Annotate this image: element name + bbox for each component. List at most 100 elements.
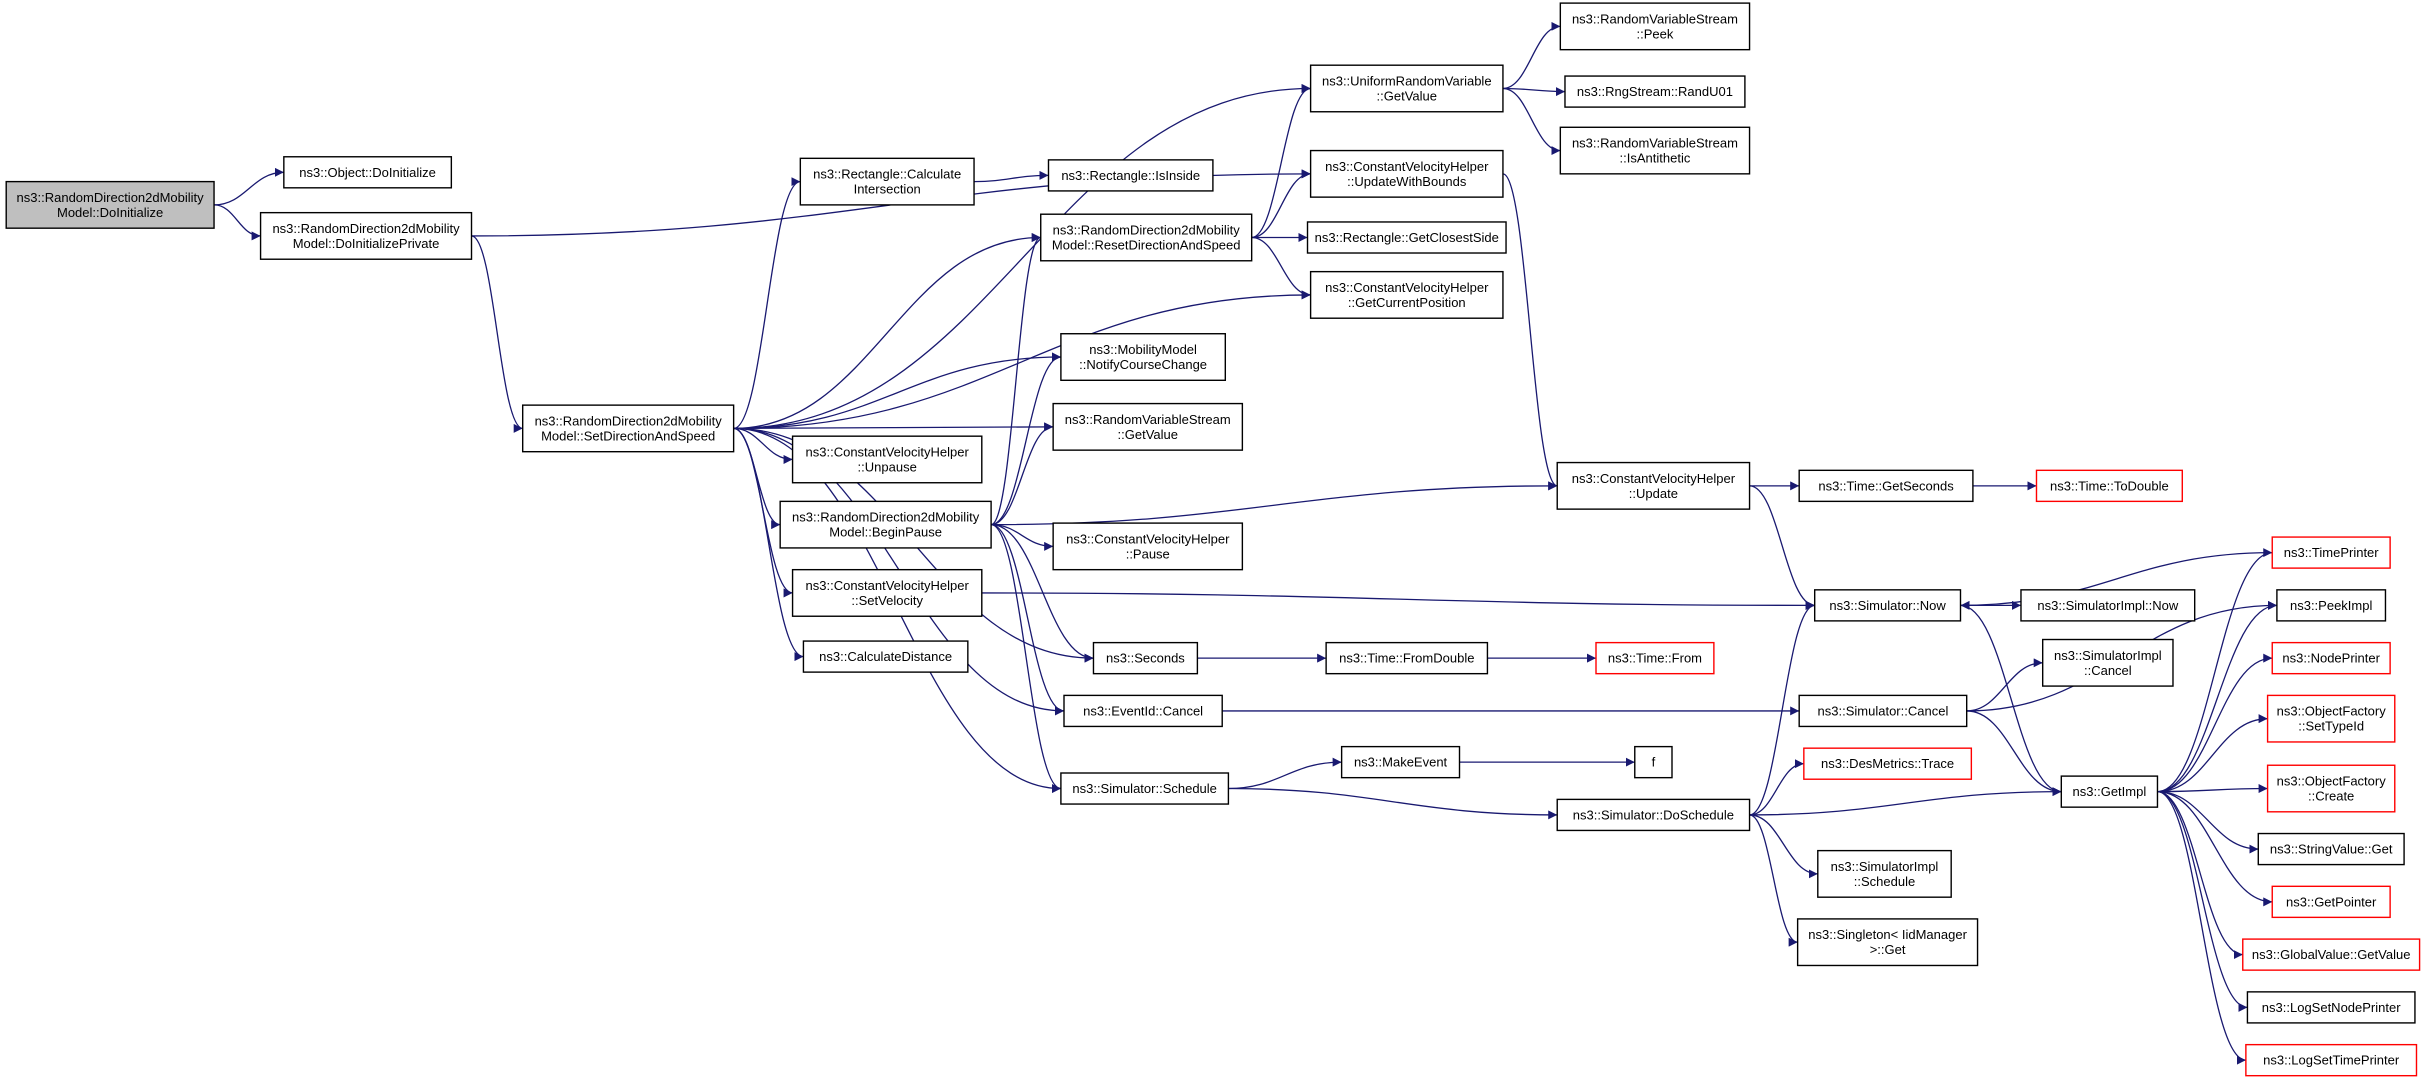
node-box — [1813, 589, 1962, 622]
node-box — [5, 180, 215, 229]
node-simimpl-cancel[interactable]: ns3::SimulatorImpl::Cancel — [2041, 638, 2174, 687]
node-label: ::Unpause — [858, 459, 917, 474]
node-sim-cancel[interactable]: ns3::Simulator::Cancel — [1798, 694, 1968, 728]
node-notify[interactable]: ns3::MobilityModel::NotifyCourseChange — [1060, 333, 1227, 381]
edge-sim_cancel-to-simimpl_cancel — [1966, 658, 2043, 712]
node-f[interactable]: f — [1634, 745, 1673, 779]
node-cvh-unpause[interactable]: ns3::ConstantVelocityHelper::Unpause — [791, 435, 983, 484]
node-label: Model::SetDirectionAndSpeed — [541, 428, 715, 443]
node-log-set-time[interactable]: ns3::LogSetTimePrinter — [2245, 1043, 2418, 1077]
node-label: ns3::ConstantVelocityHelper — [1572, 471, 1736, 486]
edge-set_dir_speed-to-calc_dist — [733, 427, 804, 662]
node-simimpl-now[interactable]: ns3::SimulatorImpl::Now — [2020, 589, 2196, 622]
node-time-todouble[interactable]: ns3::Time::ToDouble — [2035, 469, 2183, 503]
node-box — [779, 500, 992, 549]
node-time-from[interactable]: ns3::Time::From — [1595, 641, 1715, 675]
node-cvh-update-bounds[interactable]: ns3::ConstantVelocityHelper::UpdateWithB… — [1309, 149, 1504, 198]
edge-begin_pause-to-reset_dir — [990, 233, 1042, 526]
edge-cvh_setvel-to-sim_now — [981, 592, 1815, 610]
node-label: ::IsAntithetic — [1620, 151, 1691, 166]
node-box — [1052, 402, 1244, 451]
edge-set_dir_speed-to-reset_dir — [733, 233, 1041, 430]
node-doinit-private[interactable]: ns3::RandomDirection2dMobilityModel::DoI… — [259, 211, 473, 260]
node-singleton[interactable]: ns3::Singleton< IidManager>::Get — [1796, 918, 1979, 967]
edge-set_dir_speed-to-notify — [733, 352, 1061, 430]
node-rvs-antithetic[interactable]: ns3::RandomVariableStream::IsAntithetic — [1559, 126, 1751, 175]
node-label: ns3::Rectangle::IsInside — [1061, 168, 1200, 183]
node-cvh-update[interactable]: ns3::ConstantVelocityHelper::Update — [1556, 461, 1751, 510]
node-obj-doinit[interactable]: ns3::Object::DoInitialize — [283, 156, 453, 189]
edge-reset_dir-to-cvh_update_bounds — [1251, 169, 1311, 239]
node-label: ns3::RngStream::RandU01 — [1577, 84, 1733, 99]
edge-getimpl-to-gv_getvalue — [2157, 790, 2243, 960]
node-box — [1634, 745, 1673, 779]
node-simimpl-schedule[interactable]: ns3::SimulatorImpl::Schedule — [1817, 849, 1952, 898]
node-box — [1564, 75, 1746, 108]
node-of-create[interactable]: ns3::ObjectFactory::Create — [2266, 764, 2396, 813]
node-label: Model::BeginPause — [829, 525, 942, 540]
node-rvs-getvalue[interactable]: ns3::RandomVariableStream::GetValue — [1052, 402, 1244, 451]
node-time-getseconds[interactable]: ns3::Time::GetSeconds — [1798, 469, 1974, 503]
node-make-event[interactable]: ns3::MakeEvent — [1340, 745, 1461, 779]
node-label: ::GetValue — [1377, 88, 1437, 103]
node-label: ns3::Seconds — [1106, 651, 1185, 666]
node-reset-dir[interactable]: ns3::RandomDirection2dMobilityModel::Res… — [1040, 213, 1253, 262]
node-label: Model::DoInitialize — [57, 205, 163, 220]
node-label: ns3::RandomDirection2dMobility — [792, 510, 980, 525]
edge-urv_getvalue-to-rng_randu01 — [1502, 87, 1565, 97]
node-cvh-pause[interactable]: ns3::ConstantVelocityHelper::Pause — [1052, 522, 1244, 571]
node-urv-getvalue[interactable]: ns3::UniformRandomVariable::GetValue — [1309, 64, 1504, 113]
node-label: ns3::Rectangle::GetClosestSide — [1315, 230, 1499, 245]
node-root[interactable]: ns3::RandomDirection2dMobilityModel::DoI… — [5, 180, 215, 229]
node-eventid-cancel[interactable]: ns3::EventId::Cancel — [1063, 694, 1223, 728]
edge-time_printer-to-sim_now — [1960, 551, 2273, 610]
node-label: ns3::ConstantVelocityHelper — [806, 578, 970, 593]
node-log-set-node[interactable]: ns3::LogSetNodePrinter — [2246, 991, 2416, 1024]
node-label: ns3::TimePrinter — [2284, 545, 2380, 560]
edge-sim_schedule-to-sim_doschedule — [1228, 787, 1558, 820]
node-label: ::Cancel — [2084, 663, 2132, 678]
edge-getimpl-to-of_create — [2157, 784, 2268, 794]
node-stringvalue-get[interactable]: ns3::StringValue::Get — [2257, 832, 2405, 866]
node-box — [1798, 694, 1968, 728]
node-seconds[interactable]: ns3::Seconds — [1092, 641, 1199, 675]
node-sim-schedule[interactable]: ns3::Simulator::Schedule — [1060, 772, 1230, 805]
node-begin-pause[interactable]: ns3::RandomDirection2dMobilityModel::Beg… — [779, 500, 992, 549]
edge-begin_pause-to-sim_schedule — [990, 523, 1062, 793]
node-box — [1309, 64, 1504, 113]
edge-sim_schedule-to-make_event — [1228, 757, 1342, 790]
node-des-trace[interactable]: ns3::DesMetrics::Trace — [1803, 747, 1973, 780]
node-box — [1325, 641, 1489, 675]
node-rvs-peek[interactable]: ns3::RandomVariableStream::Peek — [1559, 2, 1751, 51]
node-sim-doschedule[interactable]: ns3::Simulator::DoSchedule — [1556, 798, 1751, 832]
node-calc-dist[interactable]: ns3::CalculateDistance — [802, 640, 969, 673]
node-box — [2257, 832, 2405, 866]
node-cvh-getpos[interactable]: ns3::ConstantVelocityHelper::GetCurrentP… — [1309, 270, 1504, 319]
node-label: ns3::SimulatorImpl — [2054, 648, 2162, 663]
node-time-printer[interactable]: ns3::TimePrinter — [2271, 536, 2391, 569]
node-get-pointer[interactable]: ns3::GetPointer — [2271, 885, 2391, 919]
node-label: ::Pause — [1126, 546, 1170, 561]
node-box — [1092, 641, 1199, 675]
node-rect-closest[interactable]: ns3::Rectangle::GetClosestSide — [1306, 221, 1507, 254]
node-rect-inside[interactable]: ns3::Rectangle::IsInside — [1047, 159, 1214, 192]
edge-getimpl-to-node_printer — [2157, 653, 2273, 793]
edge-urv_getvalue-to-rvs_peek — [1502, 21, 1561, 90]
node-rng-randu01[interactable]: ns3::RngStream::RandU01 — [1564, 75, 1746, 108]
node-node-printer[interactable]: ns3::NodePrinter — [2271, 641, 2391, 675]
node-getimpl[interactable]: ns3::GetImpl — [2060, 775, 2159, 808]
node-sim-now[interactable]: ns3::Simulator::Now — [1813, 589, 1962, 622]
node-label: ns3::Simulator::Cancel — [1818, 703, 1949, 718]
node-label: ns3::ObjectFactory — [2277, 704, 2387, 719]
node-label: ns3::ConstantVelocityHelper — [1325, 280, 1489, 295]
node-set-dir-speed[interactable]: ns3::RandomDirection2dMobilityModel::Set… — [521, 404, 735, 453]
node-time-fromdouble[interactable]: ns3::Time::FromDouble — [1325, 641, 1489, 675]
node-label: ns3::Simulator::Now — [1829, 598, 1946, 613]
node-gv-getvalue[interactable]: ns3::GlobalValue::GetValue — [2242, 938, 2421, 971]
node-of-settypeid[interactable]: ns3::ObjectFactory::SetTypeId — [2266, 694, 2396, 743]
node-cvh-setvel[interactable]: ns3::ConstantVelocityHelper::SetVelocity — [791, 568, 983, 617]
node-label: ns3::GetPointer — [2286, 894, 2377, 909]
node-box — [1556, 798, 1751, 832]
node-peek-impl[interactable]: ns3::PeekImpl — [2276, 589, 2387, 622]
